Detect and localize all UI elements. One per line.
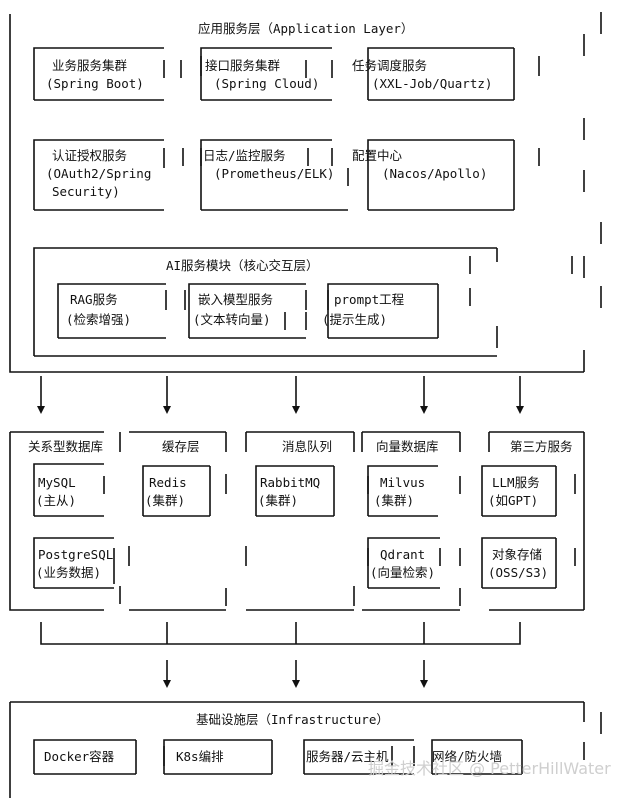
service-business-name: 业务服务集群 — [52, 58, 128, 73]
middle-item-postgresql — [33, 537, 115, 589]
ai-embedding-desc: (文本转向量) — [193, 312, 271, 327]
arrows-middle-to-infra — [40, 622, 521, 688]
middle-thirdparty-title: 第三方服务 — [510, 439, 573, 454]
middle-postgresql-desc: (业务数据) — [36, 565, 101, 580]
service-box-auth — [33, 139, 184, 211]
service-auth-tech: (OAuth2/Spring — [46, 166, 151, 181]
infra-item-network — [431, 739, 523, 775]
service-api-name: 接口服务集群 — [205, 58, 281, 73]
ai-rag-desc: (检索增强) — [66, 312, 131, 327]
ai-prompt-desc: (提示生成) — [322, 312, 387, 327]
middle-postgresql-name: PostgreSQL — [38, 547, 113, 562]
middle-mq-title: 消息队列 — [282, 439, 332, 454]
infra-server-label: 服务器/云主机 — [306, 749, 389, 764]
middle-redis-desc: (集群) — [145, 493, 185, 508]
service-monitor-tech: (Prometheus/ELK) — [214, 166, 334, 181]
arrows-app-to-middle — [37, 376, 524, 414]
middle-column-thirdparty — [488, 431, 585, 611]
service-monitor-name: 日志/监控服务 — [203, 148, 286, 163]
service-config-tech: (Nacos/Apollo) — [382, 166, 487, 181]
infra-layer-title: 基础设施层（Infrastructure） — [196, 712, 389, 727]
service-scheduler-name: 任务调度服务 — [352, 58, 427, 73]
ai-box-prompt — [327, 283, 439, 339]
app-layer-title: 应用服务层（Application Layer） — [198, 21, 413, 36]
service-box-monitor — [200, 139, 349, 211]
middle-cache-title: 缓存层 — [162, 439, 200, 454]
middle-item-objectstorage — [481, 537, 557, 589]
ai-prompt-name: prompt工程 — [334, 292, 405, 307]
middle-column-vectordb — [361, 431, 461, 611]
middle-objectstorage-desc: (OSS/S3) — [488, 565, 548, 580]
middle-milvus-name: Milvus — [380, 475, 425, 490]
ai-rag-name: RAG服务 — [70, 292, 118, 307]
middle-llm-desc: (如GPT) — [488, 493, 538, 508]
middle-llm-name: LLM服务 — [492, 475, 540, 490]
service-box-business — [33, 47, 182, 101]
service-box-config — [367, 139, 540, 211]
middle-item-mysql — [33, 463, 105, 517]
infra-k8s-label: K8s编排 — [176, 749, 224, 764]
middle-item-qdrant — [367, 537, 441, 589]
middle-milvus-desc: (集群) — [374, 493, 414, 508]
service-config-name: 配置中心 — [352, 148, 403, 163]
middle-mysql-name: MySQL — [38, 475, 76, 490]
infra-item-k8s — [163, 739, 273, 775]
service-scheduler-tech: (XXL-Job/Quartz) — [372, 76, 492, 91]
middle-rdb-title: 关系型数据库 — [28, 439, 103, 454]
middle-rabbitmq-desc: (集群) — [258, 493, 298, 508]
infra-docker-label: Docker容器 — [44, 749, 115, 764]
middle-objectstorage-name: 对象存储 — [492, 547, 542, 562]
middle-column-mq — [245, 431, 355, 611]
ai-box-embedding — [188, 283, 307, 339]
ai-box-rag — [57, 283, 186, 339]
ai-module-title: AI服务模块（核心交互层） — [166, 258, 319, 273]
middle-redis-name: Redis — [149, 475, 187, 490]
ai-embedding-name: 嵌入模型服务 — [198, 292, 273, 307]
middle-item-milvus — [367, 465, 438, 517]
infra-item-docker — [33, 739, 137, 775]
service-auth-name: 认证授权服务 — [52, 148, 127, 163]
middle-item-rabbitmq — [255, 465, 335, 517]
infra-network-label: 网络/防火墙 — [432, 749, 502, 764]
infra-item-server — [303, 739, 415, 775]
middle-column-cache — [128, 431, 227, 611]
service-api-tech: (Spring Cloud) — [214, 76, 319, 91]
middle-item-llm — [481, 465, 557, 517]
middle-item-redis — [142, 465, 211, 517]
service-box-api — [200, 47, 333, 101]
service-business-tech: (Spring Boot) — [46, 76, 144, 91]
ai-module-frame — [33, 247, 573, 357]
watermark-text: 掘金技术社区 @ PetterHillWater — [368, 759, 611, 778]
service-box-scheduler — [367, 47, 540, 101]
middle-mysql-desc: (主从) — [36, 493, 76, 508]
middle-column-rdb — [9, 431, 121, 611]
middle-qdrant-name: Qdrant — [380, 547, 425, 562]
infra-layer-frame — [9, 701, 602, 798]
middle-qdrant-desc: (向量检索) — [370, 565, 435, 580]
middle-rabbitmq-name: RabbitMQ — [260, 475, 320, 490]
middle-vectordb-title: 向量数据库 — [376, 439, 439, 454]
service-auth-tech-cont: Security) — [52, 184, 120, 199]
app-layer-frame — [9, 12, 602, 373]
